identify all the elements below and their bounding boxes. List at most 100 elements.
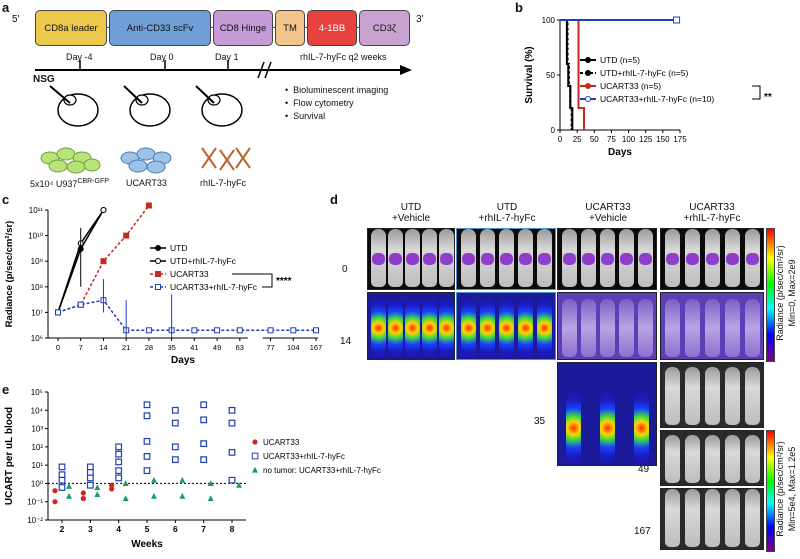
readouts-list: • Bioluminescent imaging • Flow cytometr…: [285, 84, 388, 123]
x-tick-label: 25: [573, 135, 582, 144]
radiance-point: [123, 232, 130, 239]
legend-label: UTD+rhIL-7-hyFc: [170, 256, 237, 266]
y-tick-label: 100: [542, 16, 556, 25]
radiance-point: [145, 327, 152, 334]
data-point: [200, 401, 208, 409]
data-point: [143, 401, 151, 409]
radiance-point: [77, 301, 84, 308]
data-point: [143, 467, 151, 475]
legend-label: UCART33: [170, 269, 209, 279]
panel-label-b: b: [515, 0, 523, 15]
radiance-point: [313, 327, 319, 334]
y-tick-label: 10⁵: [31, 388, 43, 397]
x-tick-label: 5: [145, 524, 150, 534]
group-label-utd-vehicle: UTD +Vehicle: [391, 202, 431, 224]
y-tick-label: 10²: [31, 443, 43, 452]
data-point: [86, 463, 94, 471]
colorbar-bottom-label: Radiance (p/sec/cm²/sr): [775, 441, 785, 537]
ucart33-cells-icon: [120, 147, 172, 174]
segment-tm: TM: [275, 10, 305, 46]
x-tick-label: 4: [116, 524, 121, 534]
bli-image-ucart-vehicle-d35: [557, 362, 657, 466]
legend-marker: [251, 452, 259, 460]
x-tick-label: 7: [201, 524, 206, 534]
data-point: [151, 477, 157, 483]
day-row-35: 35: [534, 416, 546, 427]
data-point: [171, 406, 179, 414]
legend-label: UCART33 (n=5): [600, 81, 661, 91]
legend-marker: [585, 57, 591, 63]
radiance-point: [145, 202, 152, 209]
radiance-point: [214, 327, 221, 334]
data-point: [171, 443, 179, 451]
bli-image-utd-il7-d14: [456, 292, 556, 360]
timeline-arrowhead: [400, 65, 412, 75]
x-tick-label: 77: [266, 343, 274, 352]
data-point: [115, 443, 123, 451]
x-tick-label: 7: [79, 343, 83, 352]
data-point: [179, 493, 186, 499]
data-point: [115, 450, 123, 458]
data-point: [171, 419, 179, 427]
legend-label: UTD+rhIL-7-hyFc (n=5): [600, 68, 688, 78]
experiment-schema: [35, 60, 412, 174]
legend-label: UCART33+rhIL-7-hyFc (n=10): [600, 94, 714, 104]
legend-label: UTD (n=5): [600, 55, 640, 65]
x-tick-label: 100: [622, 135, 636, 144]
legend-marker: [585, 70, 591, 76]
segment-anti-cd33-scfv: Anti-CD33 scFv: [109, 10, 211, 46]
sig-bracket: [232, 273, 273, 288]
bli-image-ucart-vehicle-d0: [557, 228, 657, 290]
group-label-ucart-vehicle: UCART33 +Vehicle: [585, 202, 631, 224]
day-m4-label: Day -4: [66, 52, 93, 62]
mouse-icon-3: [195, 85, 243, 127]
sig-stars: ****: [276, 276, 292, 287]
bli-image-ucart-il7-d167: [660, 488, 764, 550]
legend-marker: [252, 466, 258, 473]
day-row-14: 14: [340, 336, 352, 347]
readout-item: • Flow cytometry: [285, 98, 354, 108]
radiance-point: [55, 309, 61, 316]
segment-cd3z: CD3ζ: [359, 10, 410, 46]
y-tick-label: 10⁸: [31, 283, 43, 292]
data-point: [115, 474, 123, 482]
y-tick-label: 10¹¹: [29, 206, 44, 215]
x-tick-label: 2: [60, 524, 65, 534]
legend-marker: [585, 83, 591, 89]
day-1-label: Day 1: [215, 52, 239, 62]
y-tick-label: 10⁴: [31, 406, 44, 415]
data-point: [228, 448, 236, 456]
bli-image-ucart-il7-d49: [660, 430, 764, 486]
y-tick-label: 10⁰: [31, 479, 43, 488]
bli-image-ucart-il7-d14: [660, 292, 764, 360]
y-axis-title: Radiance (p/sec/cm²/sr): [4, 221, 15, 328]
nsg-label: NSG: [33, 74, 55, 85]
data-point: [58, 484, 66, 491]
x-tick-label: 0: [558, 135, 563, 144]
y-tick-label: 10⁻²: [27, 516, 43, 525]
y-tick-label: 10³: [31, 425, 43, 434]
x-tick-label: 0: [56, 343, 60, 352]
panel-label-e: e: [2, 382, 10, 397]
x-tick-label: 175: [673, 135, 687, 144]
data-point: [52, 499, 58, 505]
three-prime-label: 3': [416, 14, 424, 25]
data-point: [94, 484, 101, 491]
data-point: [207, 495, 214, 502]
segment-cd8a-leader: CD8a leader: [35, 10, 107, 46]
data-point: [52, 488, 58, 494]
data-point: [86, 481, 94, 489]
day-0-label: Day 0: [150, 52, 174, 62]
colorbar-top-range: Min=0, Max=2e9: [787, 259, 797, 327]
bli-image-ucart-il7-d0: [660, 228, 764, 290]
x-axis-title: Days: [608, 147, 632, 158]
legend-marker: [252, 439, 258, 445]
panel-label-d: d: [330, 192, 338, 207]
colorbar-top-label: Radiance (p/sec/cm²/sr): [775, 245, 785, 341]
sig-bracket: [752, 85, 761, 100]
data-point: [109, 486, 115, 492]
survival-series-line: [560, 19, 573, 130]
ucart33-label: UCART33: [126, 178, 167, 188]
